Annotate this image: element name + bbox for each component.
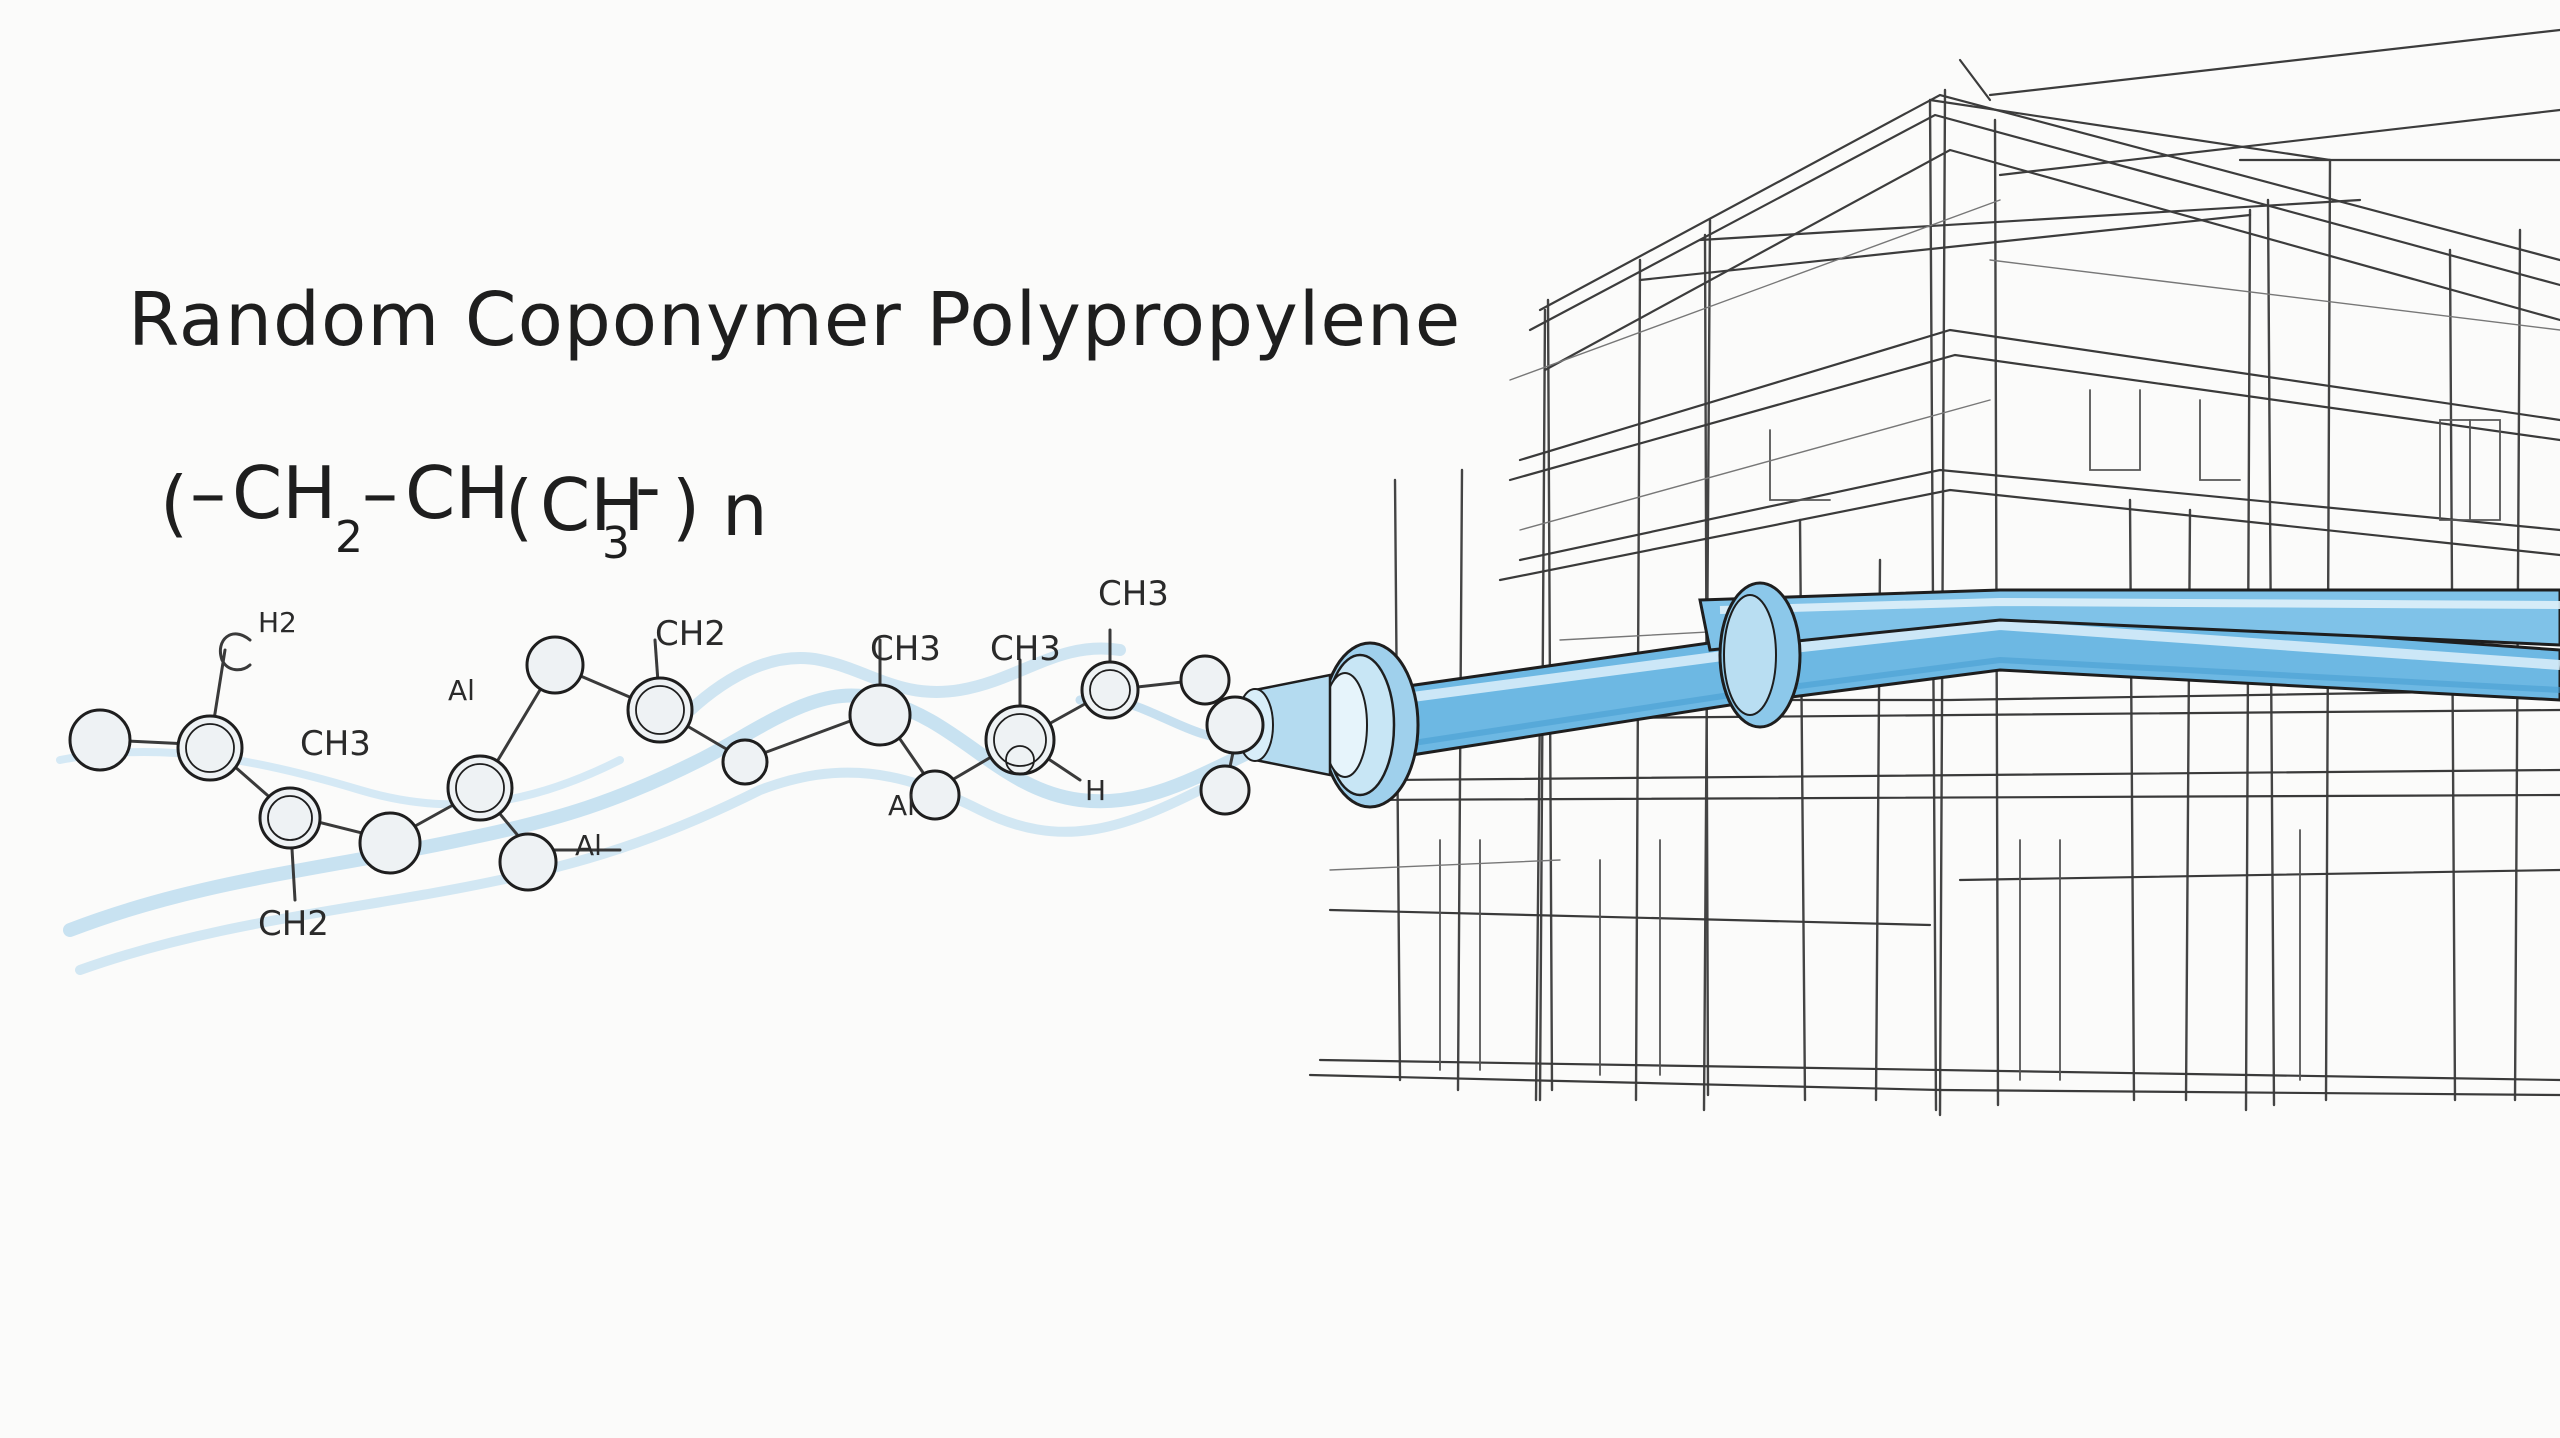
label-h-right: H xyxy=(1085,774,1106,807)
label-ch3-top: CH3 xyxy=(1098,574,1169,614)
chemical-formula: ( – CH 2 – CH ( CH 3 - ) n xyxy=(160,445,768,569)
formula-inner-close-paren: ) xyxy=(672,465,700,549)
label-ch2-mid: CH2 xyxy=(655,614,726,654)
formula-sub-a: 2 xyxy=(335,512,363,563)
label-ch3-right: CH3 xyxy=(990,629,1061,669)
formula-ch-c: CH xyxy=(540,463,644,547)
label-al-lower: Al xyxy=(575,829,602,862)
title: Random Coponymer Polypropylene xyxy=(128,277,1461,363)
label-ch3-left: CH3 xyxy=(300,724,371,764)
label-ch2-bottom: CH2 xyxy=(258,904,329,944)
polymer-chain-diagram xyxy=(68,628,1265,902)
formula-ch-b: CH xyxy=(405,451,509,535)
building-framework-sketch xyxy=(1308,28,2560,1117)
formula-ch-a: CH xyxy=(232,451,336,535)
formula-open-paren: ( xyxy=(160,461,188,545)
atom-labels: H2 CH3 CH2 Al CH2 Al CH3 CH3 CH3 Al H xyxy=(258,574,1169,944)
formula-sub-c: 3 xyxy=(602,518,630,569)
label-al-right: Al xyxy=(888,789,915,822)
formula-dash-1: – xyxy=(190,451,226,535)
label-h2-top: H2 xyxy=(258,606,297,639)
formula-dash-2: – xyxy=(362,451,398,535)
water-flow-wash xyxy=(56,642,1347,975)
label-ch3-mid: CH3 xyxy=(870,629,941,669)
formula-inner-open-paren: ( xyxy=(505,465,533,549)
formula-dash-3: - xyxy=(635,445,661,529)
blue-pipe xyxy=(1236,581,2560,809)
formula-n: n xyxy=(722,468,768,552)
label-al-left: Al xyxy=(448,674,475,707)
